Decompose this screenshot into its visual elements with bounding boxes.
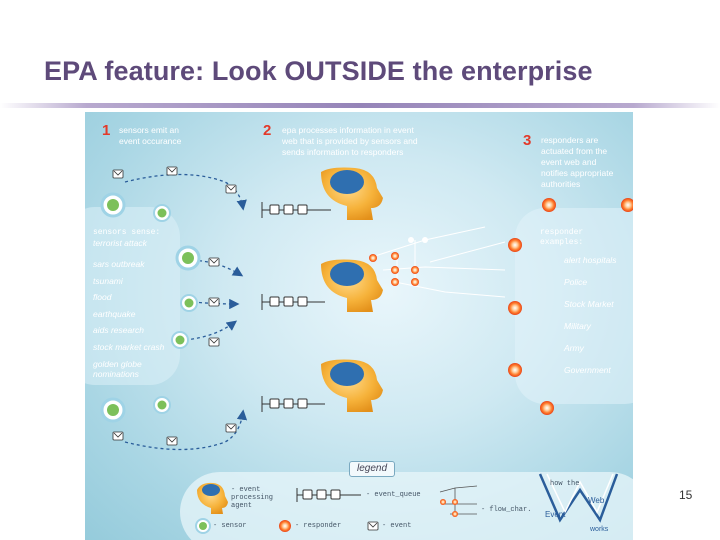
event-icon	[166, 436, 178, 446]
step-3-number: 3	[523, 132, 532, 149]
sensor-icon	[100, 192, 126, 218]
responder-item: Stock Market	[564, 299, 614, 309]
step-2-number: 2	[263, 122, 272, 139]
sensor-item: terrorist attack	[93, 238, 147, 248]
legend-responder-icon	[279, 520, 291, 532]
sensor-item: tsunami	[93, 276, 123, 286]
event-icon	[112, 169, 124, 179]
event-icons	[112, 166, 237, 446]
sensor-icon	[180, 294, 198, 312]
event-processing-agent-icon	[321, 359, 383, 412]
event-icon	[208, 257, 220, 267]
legend-epa-icon	[197, 482, 228, 514]
sensor-item: nominations	[93, 369, 139, 379]
flow-arrows	[124, 173, 248, 451]
responder-item: Government	[564, 365, 611, 375]
sensor-icons	[100, 192, 201, 423]
responder-item: alert hospitals	[564, 255, 617, 265]
event-queue	[261, 294, 325, 310]
sensor-item: earthquake	[93, 309, 136, 319]
title-divider	[0, 103, 720, 108]
legend-sensor-label: - sensor	[213, 522, 247, 530]
flow-chart-nodes	[369, 237, 428, 286]
responder-item: Military	[564, 321, 591, 331]
legend-band	[180, 472, 633, 540]
sensor-item: flood	[93, 292, 112, 302]
sensor-item: sars outbreak	[93, 259, 145, 269]
sensors-header: sensors sense:	[93, 228, 161, 237]
legend-queue-icon	[296, 488, 361, 502]
diagram-graphics	[100, 166, 633, 534]
event-icon	[208, 337, 220, 347]
event-processing-agent-icon	[321, 167, 383, 220]
responder-icons	[508, 198, 633, 415]
responder-band	[515, 208, 633, 404]
sensor-item: stock market crash	[93, 342, 165, 352]
legend-queue-label: - event_queue	[366, 491, 421, 499]
legend-title: legend	[349, 461, 395, 477]
legend-responder-label: - responder	[295, 522, 342, 530]
legend-icons	[195, 482, 478, 534]
event-queue	[261, 202, 331, 218]
sensor-item: aids research	[93, 325, 145, 335]
sensor-icon	[100, 397, 126, 423]
event-icon	[225, 423, 237, 433]
event-queues	[261, 202, 331, 412]
event-icon	[208, 297, 220, 307]
brand-how-the: how the	[550, 480, 580, 488]
brand-web: Web	[588, 496, 605, 505]
epa-heads	[321, 167, 383, 412]
legend-flow-icon	[439, 485, 478, 517]
event-processing-agent-icon	[321, 259, 383, 312]
slide-title: EPA feature: Look OUTSIDE the enterprise	[44, 56, 593, 86]
event-icon	[225, 184, 237, 194]
step-1-number: 1	[102, 122, 111, 139]
sensor-item: golden globe	[93, 359, 142, 369]
sensor-icon	[175, 245, 201, 271]
sensor-band	[85, 207, 180, 385]
event-web-logo	[538, 473, 619, 523]
event-queue	[261, 396, 325, 412]
sensor-icon	[171, 331, 189, 349]
legend-flow-label: - flow_char.	[481, 506, 532, 514]
event-icon	[166, 166, 178, 176]
brand-event: Event	[545, 510, 566, 519]
legend-event-label: - event	[382, 522, 412, 530]
flow-chart-network	[374, 226, 506, 298]
sensor-icon	[153, 204, 171, 222]
event-icon	[112, 431, 124, 441]
responder-item: Police	[564, 277, 588, 287]
responder-item: Army	[564, 343, 584, 353]
page-number: 15	[679, 488, 693, 502]
brand-works: works	[590, 526, 609, 533]
sensor-icon	[153, 396, 171, 414]
legend-sensor-icon	[195, 518, 211, 534]
legend-event-icon	[367, 521, 379, 531]
